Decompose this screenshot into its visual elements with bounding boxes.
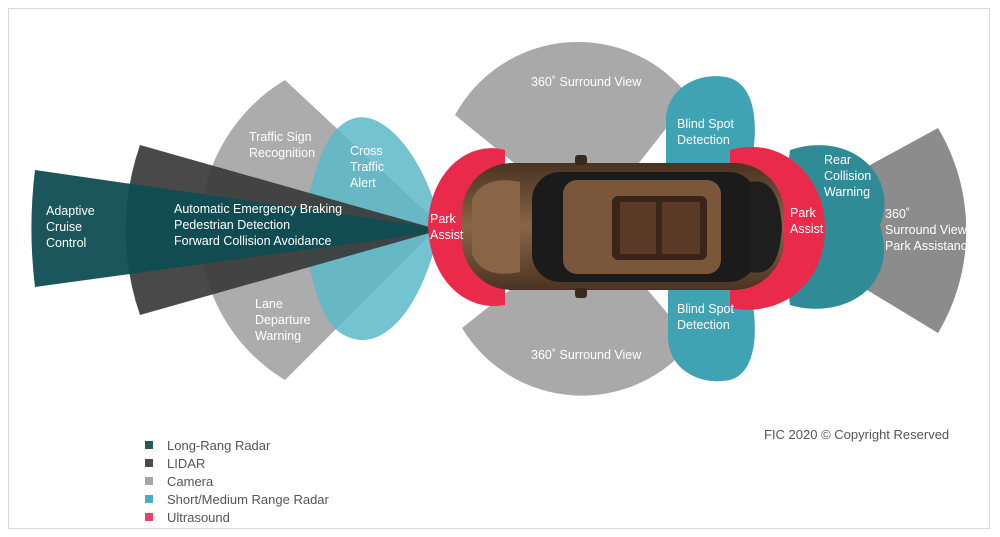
cross-traffic-label: Cross Traffic Alert: [350, 144, 388, 190]
lane-departure-label: Lane Departure Warning: [255, 297, 314, 343]
car-top-view: [462, 155, 784, 298]
park-assist-rear-label: Park Assist: [790, 206, 824, 236]
legend-swatch: [145, 495, 153, 503]
legend-swatch: [145, 477, 153, 485]
rear-collision-label: Rear Collision Warning: [824, 153, 875, 199]
blind-spot-bottom-label: Blind Spot Detection: [677, 302, 737, 332]
aeb-label: Automatic Emergency Braking Pedestrian D…: [174, 202, 346, 248]
legend-item-lidar: LIDAR: [145, 454, 329, 472]
long-range-radar-zone: [31, 170, 451, 287]
diagram-frame: [8, 8, 990, 529]
legend-item-ultrasound: Ultrasound: [145, 508, 329, 526]
legend-swatch: [145, 513, 153, 521]
traffic-sign-label: Traffic Sign Recognition: [249, 130, 315, 160]
legend-label: Camera: [167, 473, 214, 489]
legend-label: LIDAR: [167, 455, 206, 471]
surround-view-top-label: 360˚ Surround View: [531, 75, 642, 89]
legend-item-short-medium-radar: Short/Medium Range Radar: [145, 490, 329, 508]
legend-label: Ultrasound: [167, 509, 230, 525]
blind-spot-top-label: Blind Spot Detection: [677, 117, 737, 147]
legend-label: Short/Medium Range Radar: [167, 491, 329, 507]
copyright-notice: FIC 2020 © Copyright Reserved: [764, 427, 950, 442]
legend-item-long-range-radar: Long-Rang Radar: [145, 436, 329, 454]
legend-swatch: [145, 459, 153, 467]
surround-view-bottom-label: 360˚ Surround View: [531, 348, 642, 362]
adaptive-cruise-label: Adaptive Cruise Control: [46, 204, 98, 250]
sensor-legend: Long-Rang Radar LIDAR Camera Short/Mediu…: [145, 436, 329, 526]
surround-view-bottom-zone: [462, 225, 692, 396]
legend-label: Long-Rang Radar: [167, 437, 271, 453]
legend-item-camera: Camera: [145, 472, 329, 490]
park-assist-front-label: Park Assist: [430, 212, 464, 242]
legend-swatch: [145, 441, 153, 449]
surround-view-top-zone: [455, 41, 690, 225]
rear-surround-label: 360˚ Surround View Park Assistance: [885, 207, 974, 253]
